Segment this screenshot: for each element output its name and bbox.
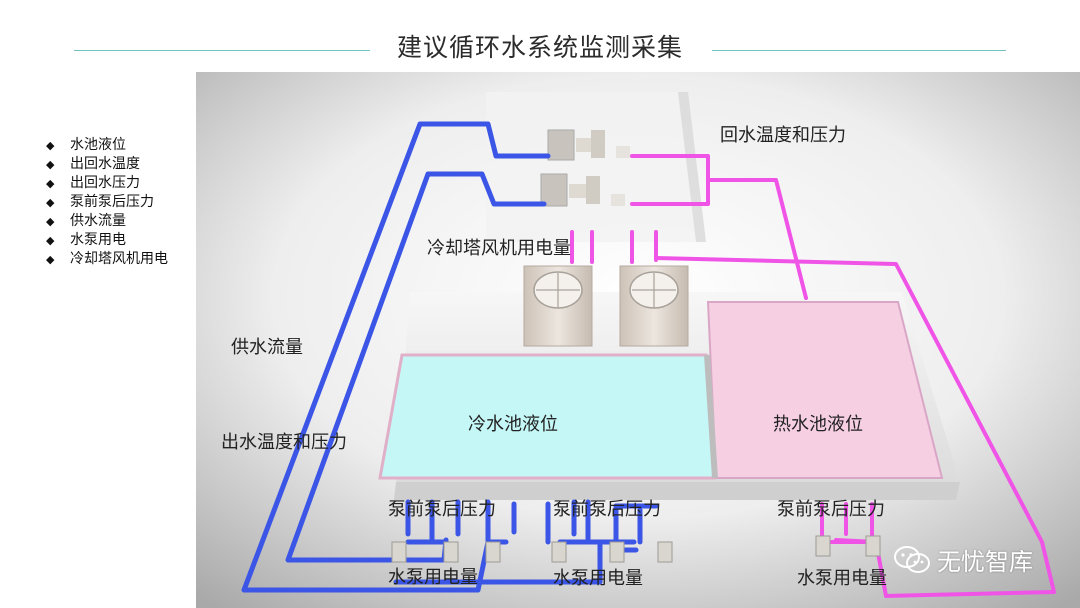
label-pump-pressure: 泵前泵后压力 (777, 499, 885, 520)
label-pump-power: 水泵用电量 (388, 567, 478, 588)
monitor-item-label: 泵前泵后压力 (70, 194, 154, 210)
pool-slab-front (394, 482, 960, 500)
label-supply-flow: 供水流量 (231, 337, 303, 358)
label-pump-power: 水泵用电量 (797, 568, 887, 589)
diamond-bullet-icon: ◆ (46, 158, 55, 171)
diamond-bullet-icon: ◆ (46, 177, 55, 190)
diamond-bullet-icon: ◆ (46, 196, 55, 209)
monitor-item-label: 出回水压力 (70, 175, 140, 191)
monitor-item: ◆ 水泵用电 (46, 231, 168, 250)
monitor-item: ◆ 出回水温度 (46, 155, 168, 174)
diamond-bullet-icon: ◆ (46, 215, 55, 228)
chiller-unit (547, 129, 630, 161)
label-return-temp-pressure: 回水温度和压力 (720, 125, 846, 146)
pool-divider (704, 354, 718, 479)
water-system-scene (196, 72, 1080, 608)
monitor-item: ◆ 冷却塔风机用电 (46, 250, 168, 269)
label-outlet-temp-pressure: 出水温度和压力 (221, 432, 347, 453)
wechat-icon (894, 545, 930, 573)
diamond-bullet-icon: ◆ (46, 234, 55, 247)
chiller-unit (540, 173, 625, 207)
title-rule-left (74, 50, 370, 51)
monitor-list: ◆水池液位 ◆出回水温度 ◆出回水压力 ◆泵前泵后压力 ◆供水流量 ◆水泵用电 … (46, 136, 168, 269)
monitor-item-label: 出回水温度 (70, 156, 140, 172)
upper-platform (486, 92, 696, 242)
cooling-tower (523, 265, 593, 347)
label-pump-pressure: 泵前泵后压力 (553, 499, 661, 520)
label-hot-pool-level: 热水池液位 (773, 414, 863, 435)
cooling-tower (619, 265, 689, 347)
label-pump-pressure: 泵前泵后压力 (388, 499, 496, 520)
diamond-bullet-icon: ◆ (46, 253, 55, 266)
monitor-item: ◆ 泵前泵后压力 (46, 193, 168, 212)
monitor-item: ◆ 水池液位 (46, 136, 168, 155)
diamond-bullet-icon: ◆ (46, 139, 55, 152)
title-rule-right (712, 50, 1006, 51)
monitor-item: ◆ 出回水压力 (46, 174, 168, 193)
pump-group (391, 535, 881, 563)
monitor-item: ◆ 供水流量 (46, 212, 168, 231)
watermark-text: 无忧智库 (937, 548, 1033, 576)
label-fan-power: 冷却塔风机用电量 (427, 238, 571, 259)
monitor-item-label: 水池液位 (70, 137, 126, 153)
label-pump-power: 水泵用电量 (553, 568, 643, 589)
label-cold-pool-level: 冷水池液位 (468, 414, 558, 435)
slide-title: 建议循环水系统监测采集 (396, 33, 683, 62)
monitor-item-label: 供水流量 (70, 213, 126, 229)
watermark: 无忧智库 (893, 542, 1033, 577)
monitor-item-label: 冷却塔风机用电 (70, 251, 168, 267)
monitor-item-label: 水泵用电 (70, 232, 126, 248)
